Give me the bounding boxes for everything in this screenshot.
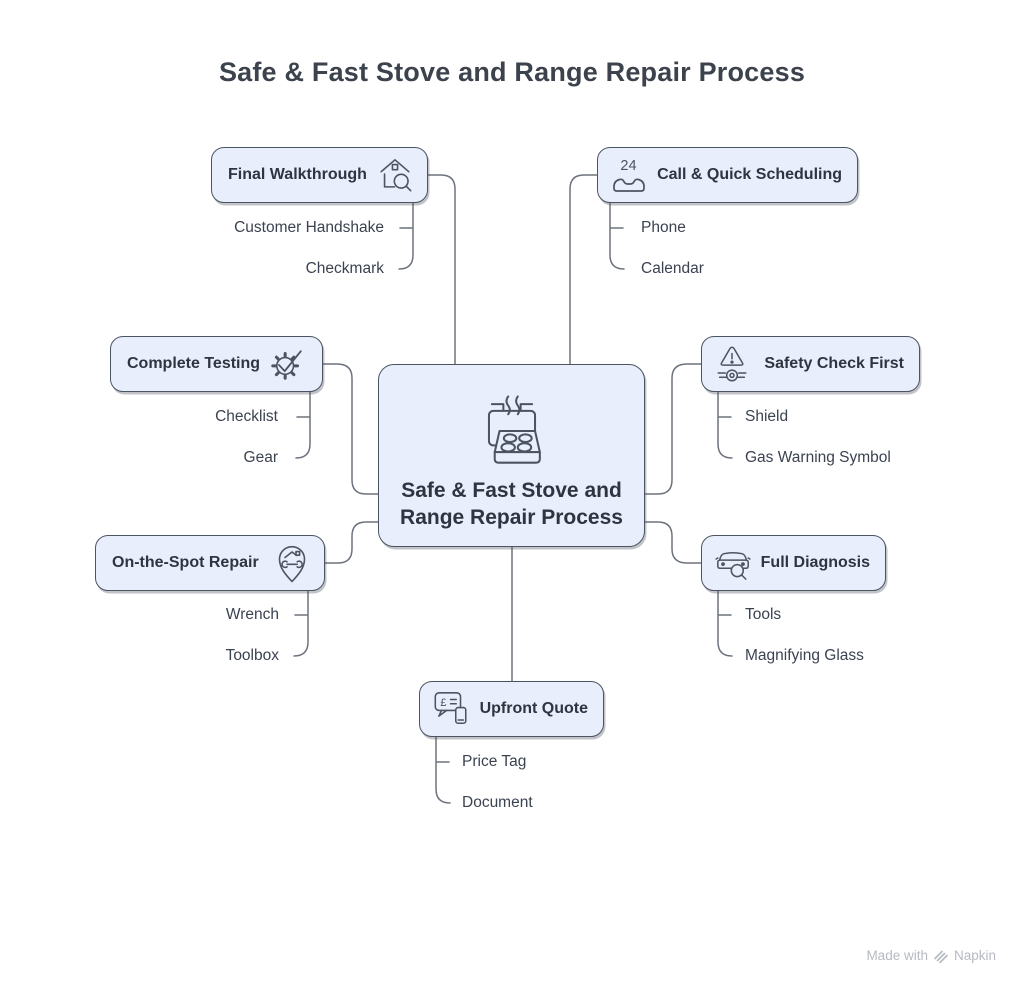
node-upfront-quote[interactable]: £ Upfront Quote <box>419 681 604 737</box>
node-final-walkthrough[interactable]: Final Walkthrough <box>211 147 428 203</box>
leaf-tools[interactable]: Tools <box>745 606 782 623</box>
page-title: Safe & Fast Stove and Range Repair Proce… <box>218 57 806 87</box>
leaf-document[interactable]: Document <box>462 794 533 811</box>
svg-text:£: £ <box>440 697 446 709</box>
watermark-brand: Napkin <box>953 948 996 963</box>
node-label: Full Diagnosis <box>760 554 870 571</box>
car-magnifier-icon <box>713 544 753 582</box>
connector-call-scheduling <box>569 174 598 365</box>
leaf-calendar[interactable]: Calendar <box>641 260 704 277</box>
leaf-price-tag[interactable]: Price Tag <box>462 753 527 770</box>
watermark-prefix: Made with <box>866 948 928 963</box>
node-label: Call & Quick Scheduling <box>657 166 842 183</box>
spine-call-scheduling <box>609 202 625 270</box>
spine-upfront-quote <box>435 736 451 804</box>
node-label: Complete Testing <box>127 355 261 372</box>
node-label: Upfront Quote <box>479 700 588 717</box>
node-full-diagnosis[interactable]: Full Diagnosis <box>701 535 886 591</box>
node-label: On-the-Spot Repair <box>112 554 259 571</box>
warning-gas-icon <box>713 343 751 385</box>
gear-checkmark-icon <box>267 345 309 383</box>
leaf-checklist[interactable]: Checklist <box>215 408 278 425</box>
node-label: Safety Check First <box>764 355 904 372</box>
leaf-checkmark[interactable]: Checkmark <box>305 260 384 277</box>
node-onthespot-repair[interactable]: On-the-Spot Repair <box>95 535 325 591</box>
spine-onthespot-repair <box>293 590 309 657</box>
node-safety-check[interactable]: Safety Check First <box>701 336 920 392</box>
leaf-customer-handshake[interactable]: Customer Handshake <box>234 219 384 236</box>
leaf-toolbox[interactable]: Toolbox <box>225 647 279 664</box>
leaf-magnifying-glass[interactable]: Magnifying Glass <box>745 647 864 664</box>
leaf-phone[interactable]: Phone <box>641 219 686 236</box>
connector-onthespot-repair <box>324 521 379 564</box>
made-with-napkin-link[interactable]: Made with Napkin <box>866 948 996 963</box>
phone-24h-icon: 24 <box>609 155 649 195</box>
svg-text:24: 24 <box>620 158 636 174</box>
central-node-label: Safe & Fast Stove and Range Repair Proce… <box>400 479 623 529</box>
leaf-wrench[interactable]: Wrench <box>225 606 279 623</box>
connector-final-walkthrough <box>427 174 456 365</box>
stove-steam-icon <box>464 391 560 471</box>
napkin-logo-icon <box>933 949 949 963</box>
house-magnifier-icon <box>376 155 414 195</box>
leaf-gear[interactable]: Gear <box>243 449 278 466</box>
leaf-gas-warning-symbol[interactable]: Gas Warning Symbol <box>745 449 891 466</box>
node-call-scheduling[interactable]: 24 Call & Quick Scheduling <box>597 147 858 203</box>
node-complete-testing[interactable]: Complete Testing <box>110 336 323 392</box>
spine-final-walkthrough <box>398 202 414 270</box>
connector-complete-testing <box>322 363 379 495</box>
pin-wrench-icon <box>273 542 311 584</box>
price-chat-phone-icon: £ <box>431 688 471 730</box>
spine-full-diagnosis <box>717 590 733 657</box>
spine-complete-testing <box>295 391 311 459</box>
node-label: Final Walkthrough <box>228 166 367 183</box>
spine-safety-check <box>717 391 733 459</box>
node-central[interactable]: Safe & Fast Stove and Range Repair Proce… <box>378 364 645 547</box>
connector-full-diagnosis <box>644 521 702 564</box>
leaf-shield[interactable]: Shield <box>745 408 789 425</box>
connector-safety-check <box>644 363 702 495</box>
